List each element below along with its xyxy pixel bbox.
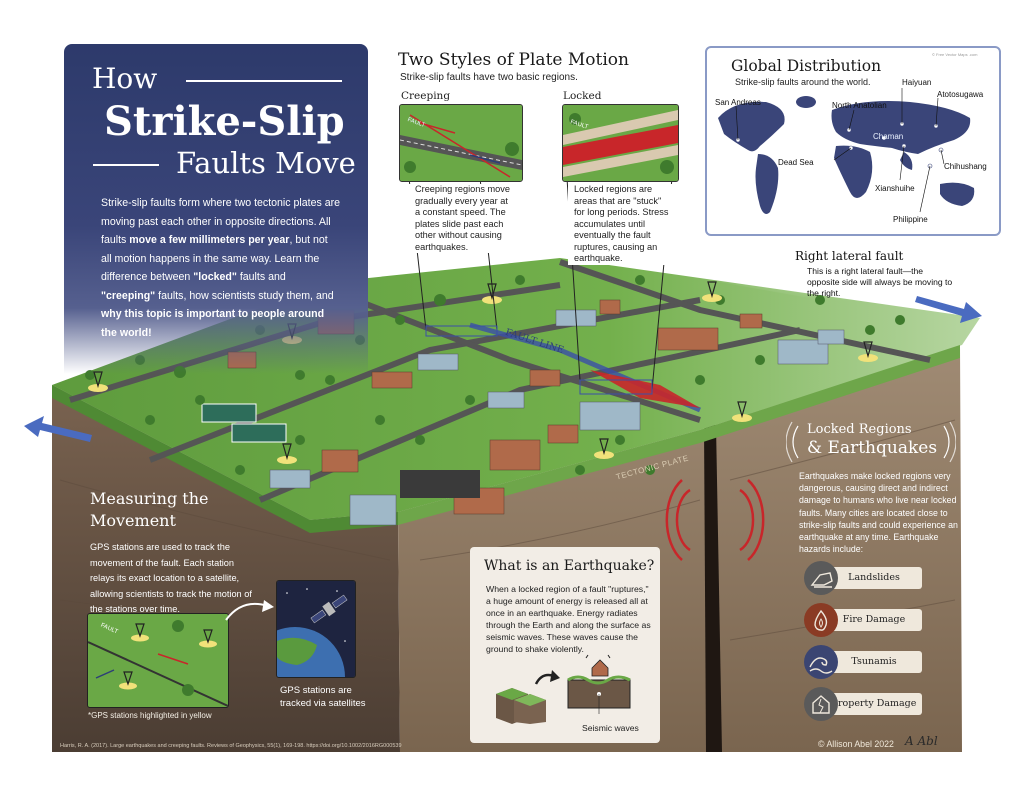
title-rule-bottom (93, 164, 159, 166)
locked-regions-title-2: & Earthquakes (807, 438, 938, 458)
creeping-label: Creeping (401, 90, 451, 102)
landslide-icon (804, 561, 838, 595)
plate-motion-title: Two Styles of Plate Motion (398, 50, 629, 70)
intro-text: Strike-slip faults form where two tecton… (101, 197, 341, 339)
creeping-fault-illustration (400, 105, 522, 181)
city-label: Philippine (893, 215, 928, 224)
city-label: Xianshuihe (875, 184, 915, 193)
hazard-property-damage: Property Damage (826, 693, 922, 715)
gps-field-thumbnail (87, 613, 229, 708)
map-credit: © Free Vector Maps .com (932, 52, 978, 57)
global-subtitle: Strike-slip faults around the world. (735, 77, 871, 87)
house-damage-icon (804, 687, 838, 721)
seismic-wave-illustration (496, 654, 631, 724)
city-label: San Andreas (715, 98, 761, 107)
creeping-thumbnail (399, 104, 523, 182)
author-credit: © Allison Abel 2022 (818, 739, 894, 749)
hazard-landslides: Landslides (826, 567, 922, 589)
gps-satellite-caption: GPS stations are tracked via satellites (280, 685, 366, 709)
title-rule-top (186, 80, 342, 82)
city-label: Atotosugawa (937, 90, 984, 99)
world-map (718, 88, 975, 214)
arrow-to-satellite (225, 600, 274, 621)
wave-icon (804, 645, 838, 679)
citation: Harris, R. A. (2017). Large earthquakes … (60, 743, 402, 749)
plate-motion-subtitle: Strike-slip faults have two basic region… (400, 72, 578, 83)
locked-thumbnail (562, 104, 679, 182)
earthquake-title: What is an Earthquake? (484, 558, 655, 574)
page-title: Strike-Slip (104, 98, 345, 145)
city-label: Chihushang (944, 162, 987, 171)
hazard-fire-damage: Fire Damage (826, 609, 922, 631)
locked-fault-illustration (563, 105, 678, 181)
satellite-illustration (277, 581, 355, 677)
gps-field-illustration (88, 614, 228, 707)
locked-regions-title-1: Locked Regions (807, 422, 912, 437)
locked-label: Locked (563, 90, 602, 102)
gps-footnote: *GPS stations highlighted in yellow (88, 711, 212, 720)
locked-regions-description: Earthquakes make locked regions very dan… (799, 471, 958, 555)
measuring-description: GPS stations are used to track the movem… (90, 542, 252, 614)
right-lateral-description: This is a right lateral fault—the opposi… (807, 266, 953, 298)
locked-regions-heading-decoration (786, 421, 956, 463)
hazard-tsunamis: Tsunamis (826, 651, 922, 673)
title-panel (64, 44, 368, 374)
locked-description: Locked regions are areas that are "stuck… (568, 184, 680, 265)
city-label: North Anatolian (832, 101, 887, 110)
global-title: Global Distribution (731, 57, 882, 75)
title-line-how: How (92, 62, 158, 95)
city-label: Dead Sea (778, 158, 814, 167)
seismic-waves-label: Seismic waves (582, 723, 639, 733)
title-line-move: Faults Move (176, 146, 356, 180)
creeping-description: Creeping regions move gradually every ye… (409, 184, 517, 253)
satellite-thumbnail (276, 580, 356, 678)
earthquake-description: When a locked region of a fault "rupture… (486, 584, 651, 654)
fire-icon (804, 603, 838, 637)
city-label: Haiyuan (902, 78, 932, 87)
right-lateral-title: Right lateral fault (795, 249, 904, 263)
author-signature: A Abl (905, 734, 938, 748)
city-label: Chaman (873, 132, 904, 141)
